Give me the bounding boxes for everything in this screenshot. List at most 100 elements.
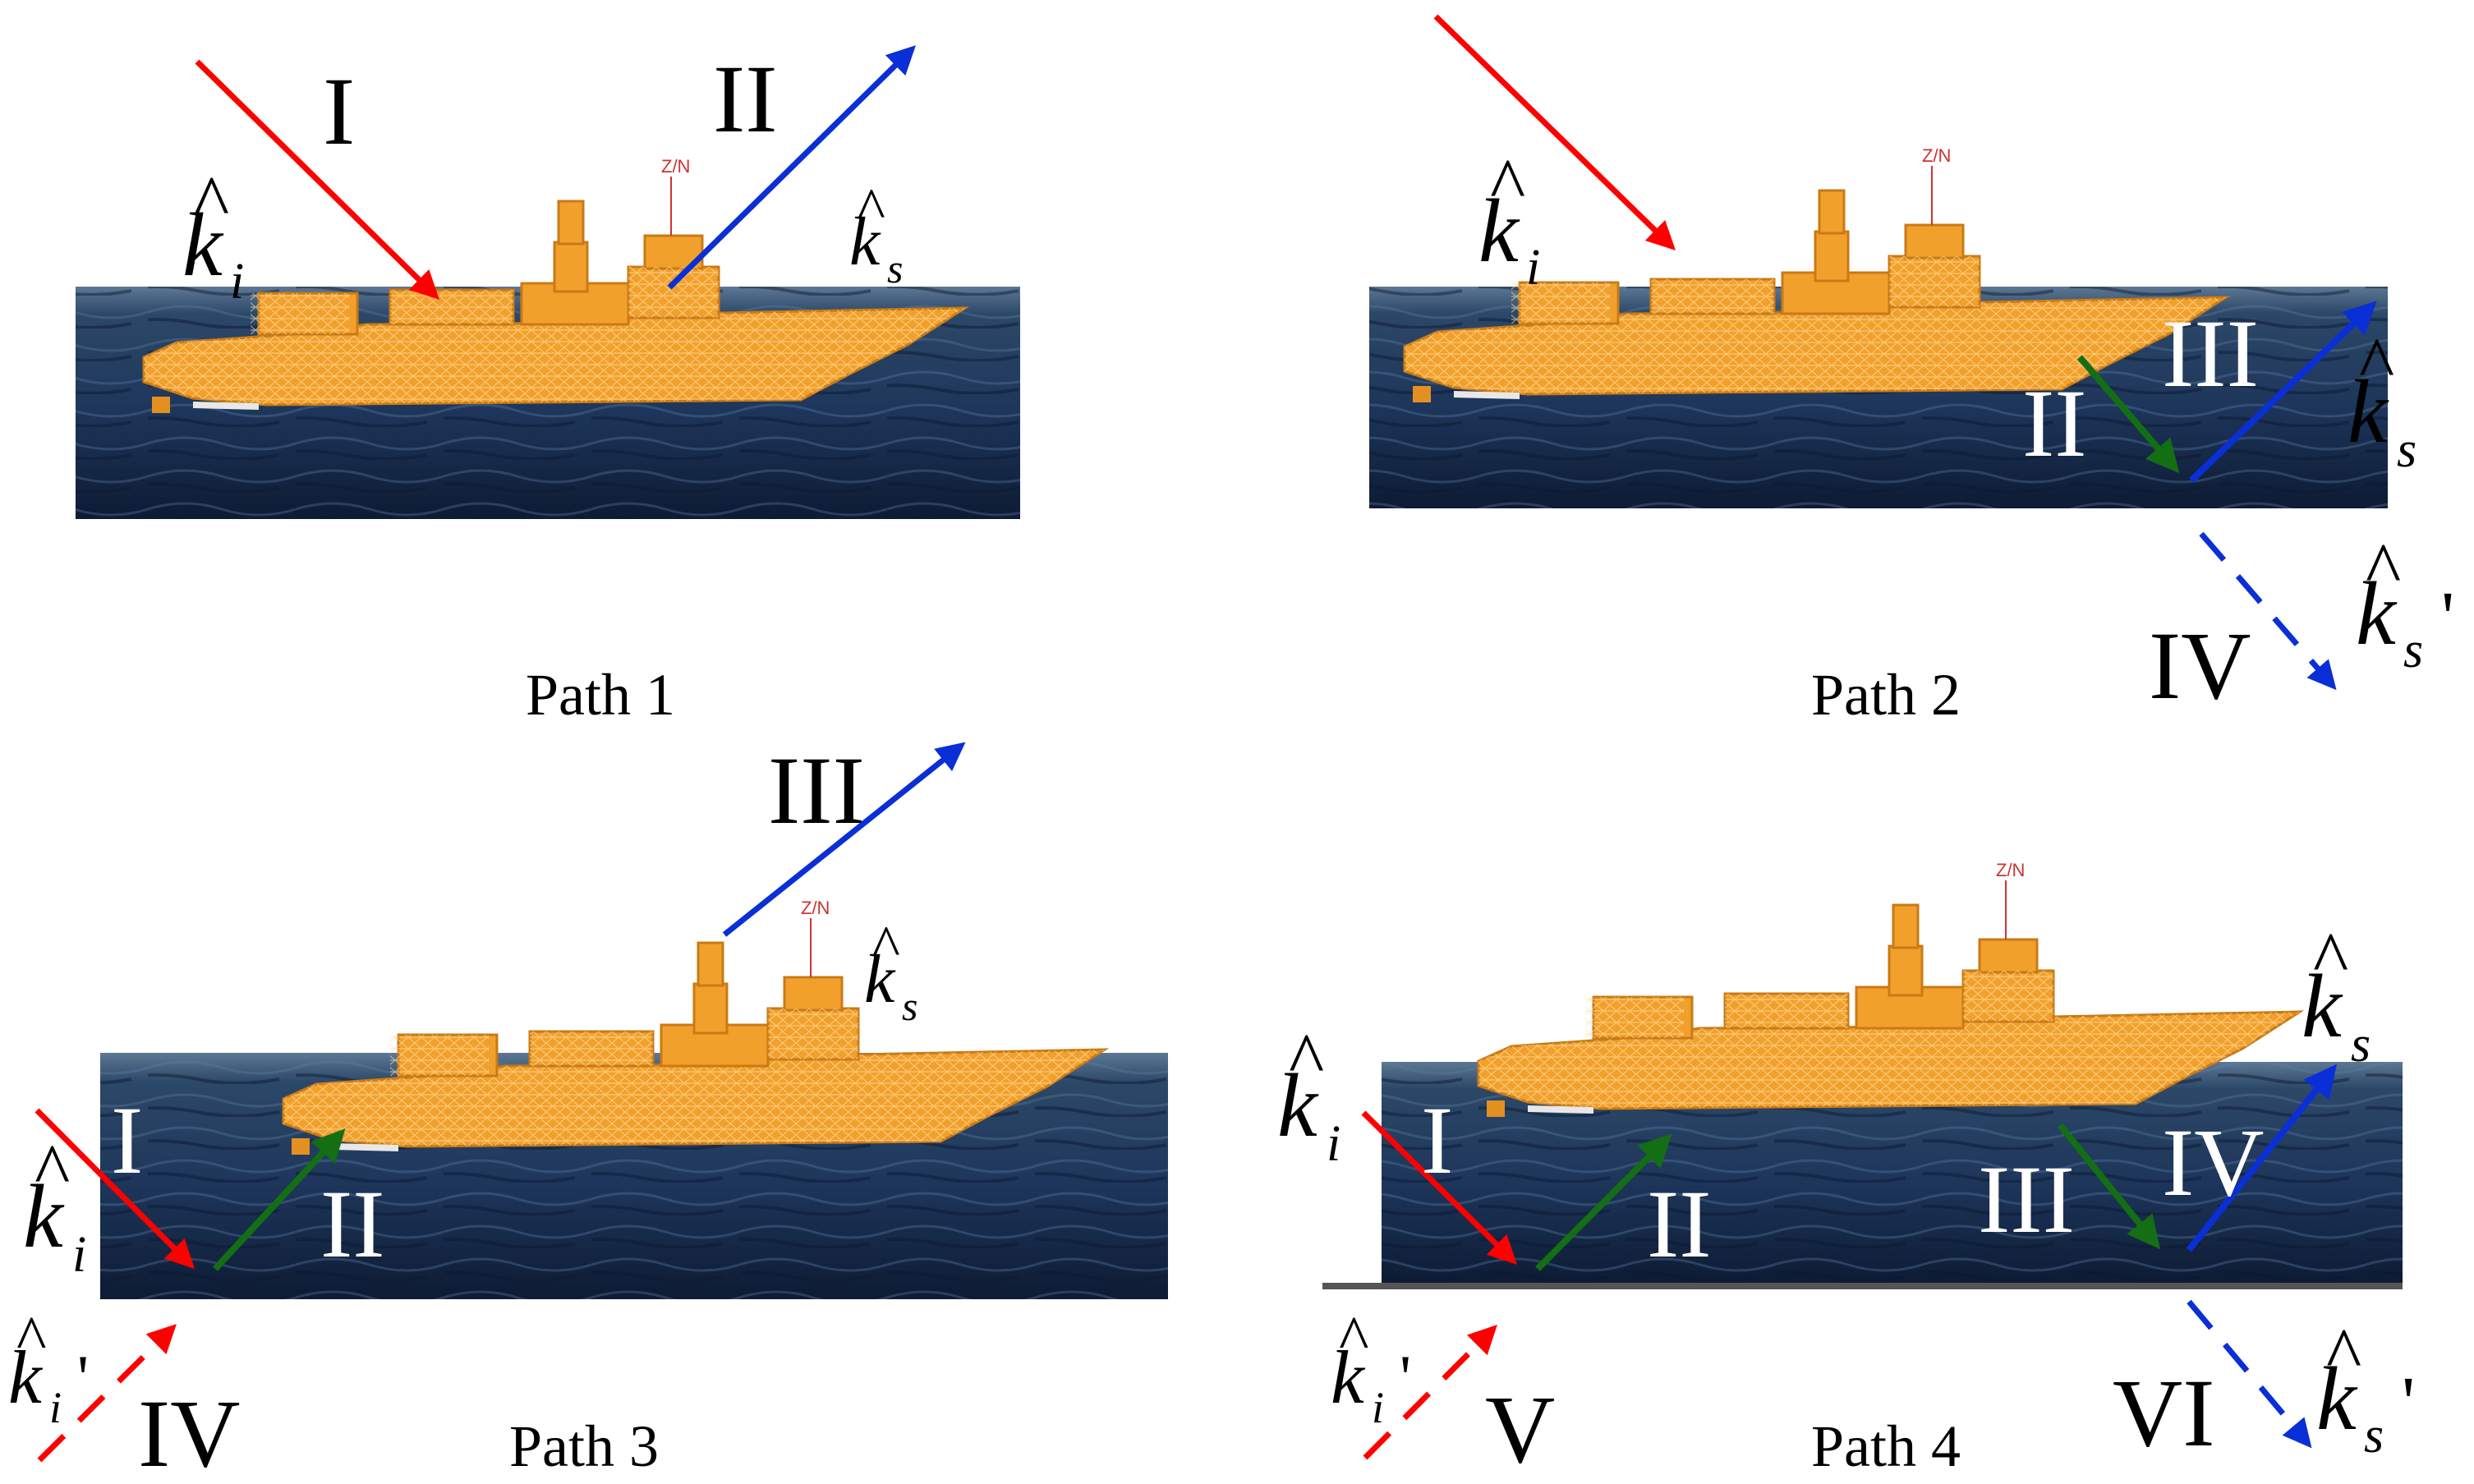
k-s-prime-symbol: ^ k s ' bbox=[2356, 527, 2454, 678]
k-glyph: k bbox=[1478, 181, 1520, 281]
k-glyph: k bbox=[182, 195, 224, 295]
roman-label-II: II bbox=[2022, 370, 2087, 477]
roman-label-II: II bbox=[1647, 1170, 1712, 1278]
hat-glyph: ^ bbox=[1490, 143, 1525, 227]
roman-label-III: III bbox=[768, 737, 865, 844]
hat-glyph: ^ bbox=[1289, 1018, 1324, 1101]
roman-label-III: III bbox=[2162, 300, 2259, 407]
internal-arrow bbox=[2057, 1123, 2161, 1250]
hat-glyph: ^ bbox=[34, 1128, 70, 1212]
k-i-symbol: ^ k i bbox=[182, 160, 244, 310]
hat-glyph: ^ bbox=[2366, 527, 2401, 611]
mast-label: Z/N bbox=[801, 898, 830, 918]
hat-glyph: ^ bbox=[16, 1303, 47, 1374]
hat-glyph: ^ bbox=[1339, 1303, 1369, 1374]
subscript-s: s bbox=[887, 246, 903, 292]
subscript-i: i bbox=[1327, 1116, 1340, 1172]
roman-label-IV: IV bbox=[2149, 612, 2251, 719]
prime-mark: ' bbox=[1400, 1342, 1411, 1413]
k-s-symbol: ^ k s bbox=[849, 176, 903, 292]
hat-glyph: ^ bbox=[872, 913, 900, 979]
internal-arrow bbox=[213, 1128, 346, 1271]
prime-mark: ' bbox=[77, 1342, 89, 1413]
subscript-i: i bbox=[230, 254, 244, 310]
roman-label-VI: VI bbox=[2113, 1359, 2215, 1467]
roman-label-I: I bbox=[111, 1087, 143, 1194]
hat-glyph: ^ bbox=[2359, 322, 2394, 406]
internal-arrow bbox=[2076, 355, 2180, 474]
roman-label-IV: IV bbox=[138, 1380, 241, 1484]
k-glyph: k bbox=[8, 1335, 44, 1419]
panel-path-4: Z/N I II III IV V VI ^ k s ^ k i ^ k i ' bbox=[1277, 860, 2415, 1483]
incident-arrow bbox=[1361, 1110, 1517, 1265]
subscript-s: s bbox=[2351, 1017, 2371, 1073]
scattered-arrow bbox=[2186, 1064, 2337, 1252]
k-glyph: k bbox=[23, 1166, 65, 1266]
k-s-symbol: ^ k s bbox=[864, 913, 917, 1029]
ship: Z/N bbox=[1403, 145, 2228, 404]
subscript-i: i bbox=[72, 1227, 86, 1283]
prime-mark: ' bbox=[2402, 1362, 2415, 1444]
roman-label-III: III bbox=[1978, 1146, 2075, 1253]
k-i-symbol: ^ k i bbox=[1277, 1018, 1340, 1172]
mast-label: Z/N bbox=[1922, 145, 1951, 166]
roman-label-V: V bbox=[1485, 1376, 1555, 1483]
k-i-prime-symbol: ^ k i ' bbox=[8, 1303, 89, 1432]
panel-caption: Path 3 bbox=[509, 1413, 659, 1479]
hat-glyph: ^ bbox=[194, 160, 229, 244]
k-glyph: k bbox=[849, 204, 881, 280]
k-i-prime-symbol: ^ k i ' bbox=[1331, 1303, 1411, 1432]
ship: Z/N bbox=[142, 156, 967, 415]
hat-glyph: ^ bbox=[2326, 1312, 2361, 1396]
incident-arrow bbox=[34, 1108, 195, 1269]
subscript-i: i bbox=[1372, 1383, 1384, 1432]
roman-label-I: I bbox=[1421, 1087, 1453, 1194]
roman-label-II: II bbox=[713, 45, 778, 153]
prime-mark: ' bbox=[2441, 577, 2454, 659]
scattered-arrow bbox=[2189, 301, 2377, 483]
ship: Z/N bbox=[1477, 860, 2302, 1119]
k-glyph: k bbox=[2316, 1348, 2358, 1449]
ship: Z/N bbox=[282, 898, 1106, 1156]
panel-caption: Path 2 bbox=[1811, 662, 1961, 728]
roman-label-I: I bbox=[323, 57, 355, 165]
mast-label: Z/N bbox=[661, 156, 690, 177]
k-glyph: k bbox=[2302, 956, 2343, 1056]
panel-caption: Path 4 bbox=[1811, 1413, 1961, 1479]
k-glyph: k bbox=[2356, 563, 2398, 664]
subscript-i: i bbox=[1526, 240, 1540, 296]
hat-glyph: ^ bbox=[2313, 917, 2348, 1000]
k-glyph: k bbox=[2348, 361, 2389, 462]
panel-caption: Path 1 bbox=[526, 662, 675, 728]
k-glyph: k bbox=[1331, 1335, 1366, 1419]
image-incident-dashed-arrow bbox=[1363, 1325, 1497, 1460]
subscript-s: s bbox=[2403, 623, 2423, 678]
k-s-symbol: ^ k s bbox=[2302, 917, 2371, 1073]
k-i-symbol: ^ k i bbox=[23, 1128, 86, 1283]
k-glyph: k bbox=[1277, 1055, 1319, 1155]
image-incident-dashed-arrow bbox=[37, 1324, 177, 1463]
scattered-arrow bbox=[722, 742, 966, 937]
mast-label: Z/N bbox=[1996, 860, 2025, 880]
incident-arrow bbox=[195, 59, 439, 300]
roman-label-II: II bbox=[320, 1170, 385, 1278]
k-i-symbol: ^ k i bbox=[1478, 143, 1540, 296]
scattered-arrow bbox=[667, 45, 916, 290]
k-glyph: k bbox=[864, 941, 896, 1018]
internal-arrow bbox=[1535, 1133, 1672, 1271]
reflected-scattered-dashed-arrow bbox=[2187, 1299, 2312, 1449]
k-s-symbol: ^ k s bbox=[2348, 322, 2417, 478]
panel-path-1: Z/N I II ^ k i ^ k s Path 1 bbox=[76, 45, 1020, 728]
k-s-prime-symbol: ^ k s ' bbox=[2316, 1312, 2415, 1463]
subscript-s: s bbox=[902, 983, 917, 1029]
hat-glyph: ^ bbox=[858, 176, 885, 241]
panel-path-3: Z/N III I II IV ^ k s ^ k i ^ k i ' Path… bbox=[8, 737, 1168, 1484]
subscript-i: i bbox=[49, 1383, 62, 1432]
subscript-s: s bbox=[2397, 422, 2417, 478]
reflected-scattered-dashed-arrow bbox=[2199, 531, 2337, 691]
panel-path-2: Z/N II III IV ^ k i ^ k s ^ k s ' Path 2 bbox=[1369, 14, 2454, 728]
roman-label-IV: IV bbox=[2162, 1109, 2265, 1216]
incident-arrow bbox=[1433, 14, 1676, 250]
subscript-s: s bbox=[2364, 1408, 2384, 1463]
